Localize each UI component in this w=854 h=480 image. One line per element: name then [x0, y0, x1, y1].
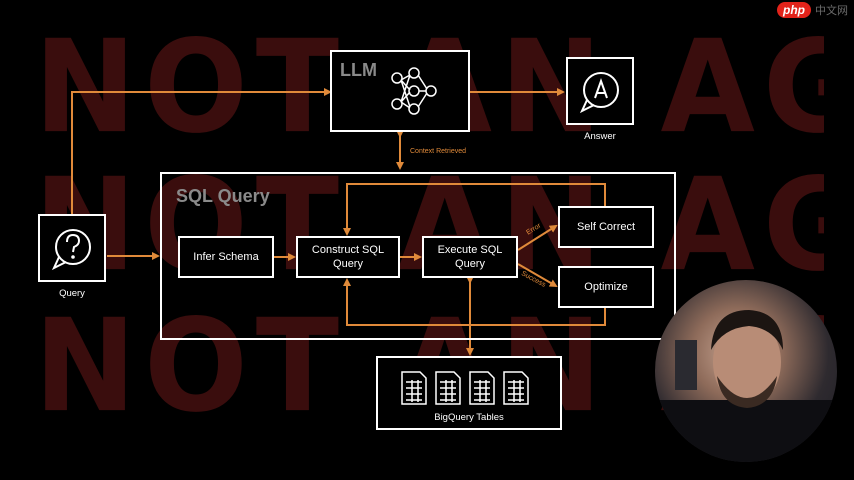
- watermark-logo: php: [777, 2, 811, 18]
- answer-caption: Answer: [584, 131, 616, 142]
- sheet-icon: [401, 371, 427, 405]
- arrow-self-correct-loop: [343, 183, 606, 236]
- query-caption: Query: [59, 288, 85, 299]
- execute-sql-box: Execute SQL Query: [422, 236, 518, 278]
- sheet-icon: [503, 371, 529, 405]
- bigquery-caption: BigQuery Tables: [434, 412, 504, 423]
- arrow-error: [517, 224, 558, 251]
- context-retrieved-label: Context Retrieved: [410, 148, 467, 155]
- execute-sql-label: Execute SQL Query: [437, 244, 503, 270]
- bigquery-box: BigQuery Tables: [376, 356, 562, 430]
- infer-schema-box: Infer Schema: [178, 236, 274, 278]
- watermark-text: 中文网: [815, 5, 848, 17]
- sheet-icon: [435, 371, 461, 405]
- question-bubble-icon: [51, 229, 91, 271]
- arrow-optimize-loop: [343, 278, 606, 326]
- table-sheets-icons: [401, 371, 529, 405]
- sql-panel-title: SQL Query: [176, 186, 270, 206]
- self-correct-box: Self Correct: [558, 206, 654, 248]
- construct-sql-label: Construct SQL Query: [311, 244, 385, 270]
- sheet-icon: [469, 371, 495, 405]
- llm-title: LLM: [340, 60, 377, 80]
- answer-box: [566, 57, 634, 125]
- query-box: [38, 214, 106, 282]
- answer-bubble-icon: [579, 72, 619, 114]
- llm-box: LLM: [330, 50, 470, 132]
- self-correct-label: Self Correct: [576, 221, 636, 233]
- arrow-success: [517, 263, 558, 288]
- arrow-query-to-llm: [71, 88, 332, 214]
- site-watermark: php 中文网: [777, 2, 848, 18]
- infer-schema-label: Infer Schema: [193, 251, 259, 263]
- neural-network-icon: [391, 67, 437, 115]
- presenter-webcam: [655, 280, 837, 462]
- presenter-silhouette: [655, 310, 837, 462]
- construct-sql-box: Construct SQL Query: [296, 236, 400, 278]
- sql-query-panel: SQL Query: [160, 172, 676, 340]
- optimize-box: Optimize: [558, 266, 654, 308]
- optimize-label: Optimize: [584, 281, 628, 293]
